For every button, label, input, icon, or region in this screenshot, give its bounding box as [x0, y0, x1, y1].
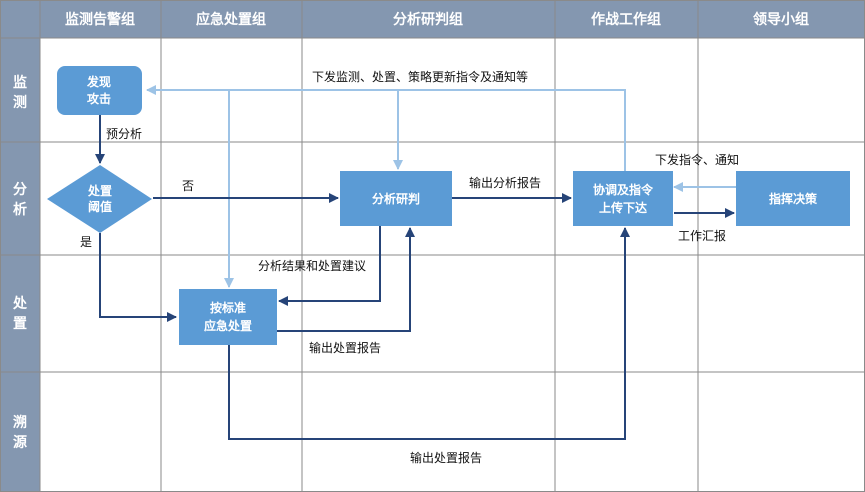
label-yes: 是 — [80, 235, 92, 249]
row-header-response: 处置 — [12, 295, 28, 332]
row-header-tracing: 溯源 — [13, 414, 27, 451]
node-discover-attack: 发现攻击 — [57, 66, 142, 115]
node-analysis: 分析研判 — [340, 171, 452, 226]
node-command-decision: 指挥决策 — [736, 171, 850, 226]
column-header-monitoring: 监测告警组 — [65, 11, 135, 28]
column-header-leadership: 领导小组 — [753, 11, 809, 28]
label-top-broadcast: 下发监测、处置、策略更新指令及通知等 — [312, 69, 528, 84]
svg-text:协调及指令上传下达: 协调及指令上传下达 — [593, 182, 654, 215]
svg-text:指挥决策: 指挥决策 — [769, 191, 818, 206]
label-output-analysis-report: 输出分析报告 — [469, 175, 541, 190]
label-work-report: 工作汇报 — [678, 228, 726, 243]
svg-text:分析研判: 分析研判 — [372, 191, 420, 206]
flow-connectors — [95, 115, 735, 440]
column-header-response: 应急处置组 — [196, 11, 266, 28]
svg-text:按标准应急处置: 按标准应急处置 — [204, 300, 252, 333]
label-no: 否 — [182, 179, 194, 193]
node-coordinate: 协调及指令上传下达 — [573, 171, 673, 226]
column-header-operations: 作战工作组 — [591, 11, 661, 28]
label-output-response-report-1: 输出处置报告 — [309, 340, 381, 355]
label-output-response-report-2: 输出处置报告 — [410, 450, 482, 465]
node-threshold-decision: 处置阈值 — [47, 165, 152, 233]
column-header-analysis: 分析研判组 — [393, 11, 463, 28]
node-standard-response: 按标准应急处置 — [179, 289, 277, 345]
header-bar — [0, 0, 865, 38]
label-pre-analysis: 预分析 — [106, 127, 142, 141]
broadcast-connectors — [146, 85, 736, 288]
svg-text:发现攻击: 发现攻击 — [86, 74, 111, 106]
label-issue-commands: 下发指令、通知 — [655, 152, 739, 167]
label-analysis-result: 分析结果和处置建议 — [258, 259, 366, 273]
side-bar — [0, 0, 40, 492]
svg-text:处置阈值: 处置阈值 — [87, 183, 112, 214]
row-header-analysis: 分析 — [13, 182, 27, 218]
row-header-monitoring: 监测 — [13, 74, 27, 111]
